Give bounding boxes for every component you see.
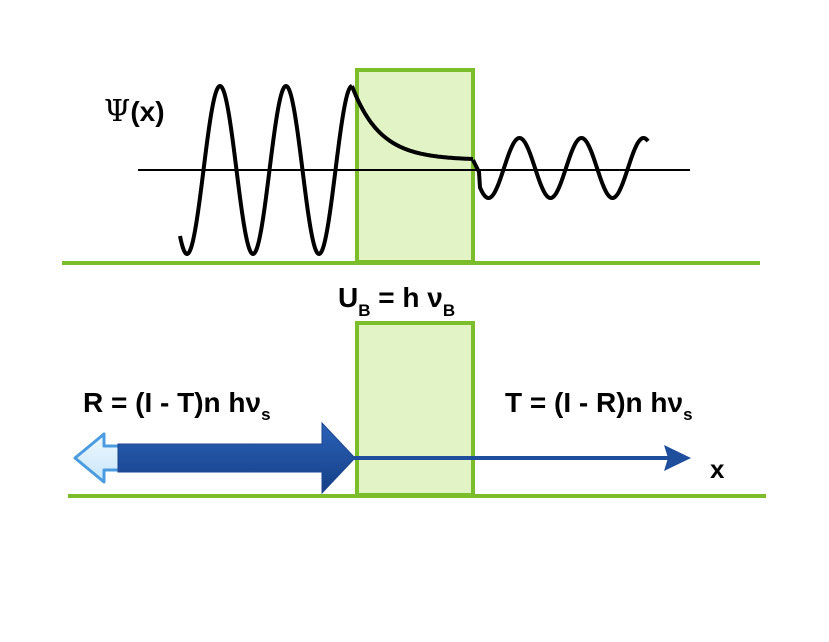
psi-label: Ψ(x) (104, 94, 165, 129)
upper-barrier (355, 68, 475, 264)
decaying-wave (350, 85, 473, 161)
incident-flux-arrow (117, 421, 356, 495)
transmitted-arrowhead (664, 445, 691, 471)
lower-barrier (355, 321, 475, 497)
reflected-label: R = (I - T)n hνs (83, 387, 271, 424)
transmitted-wave (471, 136, 650, 200)
barrier-energy-label: UB = h νB (338, 282, 455, 320)
transmitted-label: T = (I - R)n hνs (505, 387, 693, 424)
x-axis-label: x (710, 454, 725, 484)
incident-wave (178, 84, 353, 256)
